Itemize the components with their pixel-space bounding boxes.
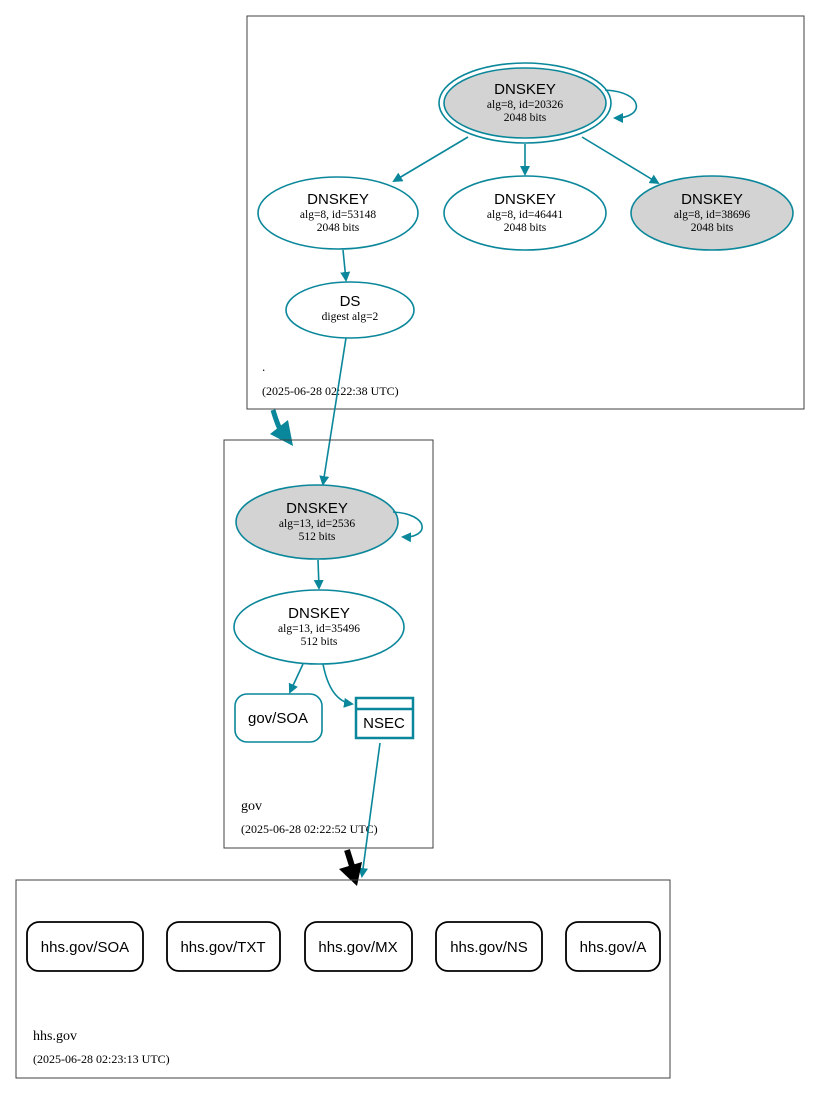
edge bbox=[581, 136, 660, 185]
gov-zone-box bbox=[223, 439, 434, 849]
node-detail: alg=8, id=20326 bbox=[487, 99, 563, 111]
self-sign-loop bbox=[392, 511, 423, 543]
node-detail: 512 bits bbox=[301, 636, 338, 648]
delegation-arrowhead bbox=[339, 862, 362, 886]
root-dnskey-38696-node[interactable]: DNSKEY alg=8, id=38696 2048 bits bbox=[630, 175, 794, 251]
node-detail: 2048 bits bbox=[504, 112, 547, 124]
zone-name: gov bbox=[241, 799, 262, 814]
node-detail: 2048 bits bbox=[691, 222, 734, 234]
edge bbox=[319, 337, 347, 486]
hhs-zone-box bbox=[15, 879, 671, 1079]
edge bbox=[340, 249, 351, 282]
node-title: DNSKEY bbox=[681, 191, 743, 208]
self-sign-loop bbox=[604, 89, 638, 123]
node-detail: alg=8, id=53148 bbox=[300, 209, 376, 221]
node-detail: 2048 bits bbox=[317, 222, 360, 234]
zone-name: hhs.gov bbox=[33, 1029, 77, 1044]
rrset-label: hhs.gov/TXT bbox=[180, 939, 265, 956]
zone-timestamp: (2025-06-28 02:23:13 UTC) bbox=[33, 1052, 170, 1066]
node-detail: digest alg=2 bbox=[322, 311, 379, 323]
rrset-label: hhs.gov/MX bbox=[318, 939, 397, 956]
rrset-label: hhs.gov/NS bbox=[450, 939, 528, 956]
root-dnskey-20326-node[interactable]: DNSKEY alg=8, id=20326 2048 bits bbox=[438, 62, 612, 144]
node-detail: alg=13, id=35496 bbox=[278, 623, 360, 635]
delegation-arrowhead bbox=[270, 420, 293, 446]
gov-dnskey-2536-node[interactable]: DNSKEY alg=13, id=2536 512 bits bbox=[235, 484, 399, 560]
node-title: DNSKEY bbox=[494, 191, 556, 208]
gov-nsec-node[interactable]: NSEC bbox=[354, 696, 415, 740]
rrset-label: hhs.gov/A bbox=[580, 939, 647, 956]
zone-timestamp: (2025-06-28 02:22:52 UTC) bbox=[241, 822, 378, 836]
delegation-arrow bbox=[344, 849, 355, 867]
zone-name: . bbox=[262, 359, 265, 374]
rrset-hhs-txt[interactable]: hhs.gov/TXT bbox=[166, 921, 281, 972]
node-detail: 2048 bits bbox=[504, 222, 547, 234]
rrset-hhs-a[interactable]: hhs.gov/A bbox=[565, 921, 661, 972]
gov-dnskey-35496-node[interactable]: DNSKEY alg=13, id=35496 512 bits bbox=[233, 589, 405, 665]
node-detail: 512 bits bbox=[299, 531, 336, 543]
node-title: DNSKEY bbox=[494, 81, 556, 98]
edge bbox=[358, 742, 381, 878]
nsec-label: NSEC bbox=[363, 715, 405, 732]
root-dnskey-53148-node[interactable]: DNSKEY alg=8, id=53148 2048 bits bbox=[257, 176, 419, 250]
root-zone-box bbox=[246, 15, 805, 410]
node-title: DNSKEY bbox=[307, 191, 369, 208]
node-detail: alg=8, id=46441 bbox=[487, 209, 563, 221]
rrset-label: gov/SOA bbox=[248, 710, 308, 727]
gov-ds-node[interactable]: DS digest alg=2 bbox=[285, 281, 415, 339]
node-detail: alg=8, id=38696 bbox=[674, 209, 750, 221]
node-detail: alg=13, id=2536 bbox=[279, 518, 355, 530]
node-title: DS bbox=[340, 293, 361, 310]
rrset-hhs-ns[interactable]: hhs.gov/NS bbox=[435, 921, 543, 972]
rrset-hhs-soa[interactable]: hhs.gov/SOA bbox=[26, 921, 144, 972]
rrset-label: hhs.gov/SOA bbox=[41, 939, 129, 956]
edge bbox=[288, 663, 304, 694]
node-title: DNSKEY bbox=[288, 605, 350, 622]
root-dnskey-46441-node[interactable]: DNSKEY alg=8, id=46441 2048 bits bbox=[443, 175, 607, 251]
zone-timestamp: (2025-06-28 02:22:38 UTC) bbox=[262, 384, 399, 398]
gov-soa-rrset[interactable]: gov/SOA bbox=[234, 693, 323, 743]
rrset-hhs-mx[interactable]: hhs.gov/MX bbox=[304, 921, 413, 972]
node-title: DNSKEY bbox=[286, 500, 348, 517]
edge bbox=[322, 663, 354, 708]
edge bbox=[313, 559, 324, 590]
edge bbox=[392, 136, 469, 183]
